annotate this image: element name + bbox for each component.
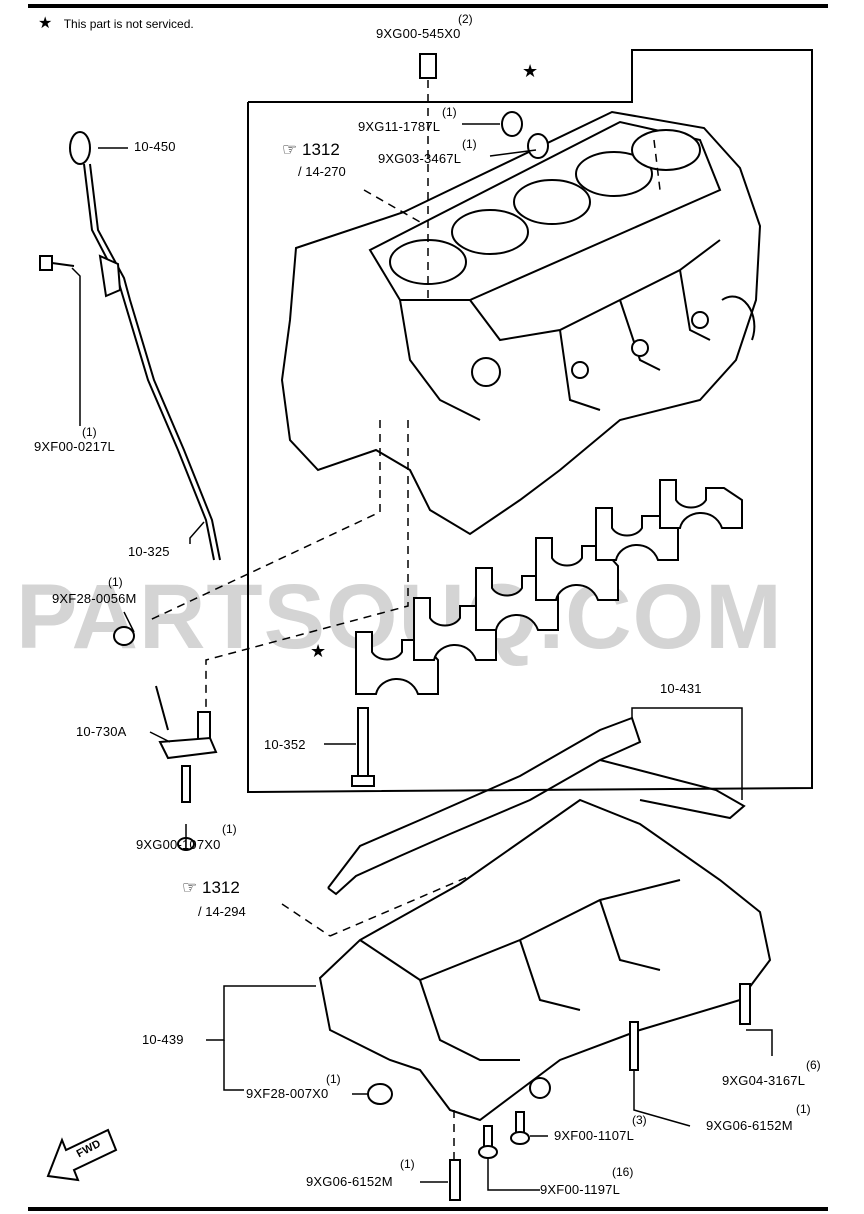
dowel-pin [419, 53, 437, 79]
part-label-9xg03-3467l[interactable]: 9XG03-3467L [378, 151, 462, 166]
part-qty: (6) [806, 1058, 821, 1072]
star-icon: ★ [38, 15, 53, 32]
hand-pointer-icon: ☞ [282, 140, 298, 159]
legend-note-text: This part is not serviced. [63, 17, 194, 31]
ref-upper-page[interactable]: / 14-270 [298, 164, 346, 179]
star-icon: ★ [310, 641, 327, 661]
part-qty: (1) [796, 1102, 811, 1116]
bottom-rule [28, 1207, 828, 1211]
part-label-9xf00-1107l[interactable]: 9XF00-1107L [554, 1128, 635, 1143]
top-rule [28, 4, 828, 8]
part-qty: (1) [82, 425, 97, 439]
oil-pan-gasket [327, 716, 642, 896]
part-label-9xf28-0056m[interactable]: 9XF28-0056M [52, 591, 137, 606]
part-label-9xg11-1787l[interactable]: 9XG11-1787L [358, 119, 441, 134]
dashed-guides [149, 80, 661, 1160]
part-label-9xf00-0217l[interactable]: 9XF00-0217L [34, 439, 115, 454]
star-icon: ★ [522, 61, 539, 81]
block-group-frame [247, 49, 813, 794]
cylinder-block [280, 110, 762, 536]
ref-lower-page[interactable]: / 14-294 [198, 904, 246, 919]
part-label-10-439[interactable]: 10-439 [142, 1032, 184, 1047]
part-qty: (3) [632, 1113, 647, 1127]
part-label-9xg00-107x0[interactable]: 9XG00-107X0 [136, 837, 221, 852]
lower-block [318, 798, 772, 1122]
part-label-9xg04-3167l[interactable]: 9XG04-3167L [722, 1073, 806, 1088]
part-label-9xg00-545x0[interactable]: 9XG00-545X0 [376, 26, 461, 41]
fwd-arrow [46, 1128, 118, 1182]
part-qty: (1) [400, 1157, 415, 1171]
ref-upper-number[interactable]: ☞ 1312 [282, 140, 340, 159]
oil-level-gauge [69, 131, 221, 561]
oil-jet [155, 685, 218, 760]
bearing-caps [355, 479, 743, 695]
part-label-9xg06-6152m-right[interactable]: 9XG06-6152M [706, 1118, 793, 1133]
leader-lines [71, 123, 773, 1191]
blind-plug [113, 626, 135, 646]
part-label-10-431[interactable]: 10-431 [660, 681, 702, 696]
part-label-10-450[interactable]: 10-450 [134, 139, 176, 154]
part-label-10-325[interactable]: 10-325 [128, 544, 170, 559]
part-qty: (1) [326, 1072, 341, 1086]
part-qty: (2) [458, 12, 473, 26]
part-label-9xg06-6152m-left[interactable]: 9XG06-6152M [306, 1174, 393, 1189]
part-qty: (1) [462, 137, 477, 151]
part-label-10-352[interactable]: 10-352 [264, 737, 306, 752]
lower-bolts [449, 983, 751, 1201]
main-bearing-bolt [351, 707, 375, 787]
gauge-bolt [39, 255, 75, 271]
part-label-9xf00-1197l[interactable]: 9XF00-1197L [540, 1182, 621, 1197]
legend-note: ★ This part is not serviced. [38, 13, 194, 33]
part-qty: (1) [108, 575, 123, 589]
top-plug [501, 111, 549, 159]
hand-pointer-icon: ☞ [182, 878, 198, 897]
watermark: PARTSOUQ.COM [16, 566, 783, 668]
ref-lower-number[interactable]: ☞ 1312 [182, 878, 240, 897]
part-qty: (16) [612, 1165, 634, 1179]
part-label-10-730a[interactable]: 10-730A [76, 724, 127, 739]
oil-pan-plug [367, 1083, 393, 1105]
part-qty: (1) [222, 822, 237, 836]
part-label-9xf28-007x0[interactable]: 9XF28-007X0 [246, 1086, 329, 1101]
part-qty: (1) [442, 105, 457, 119]
